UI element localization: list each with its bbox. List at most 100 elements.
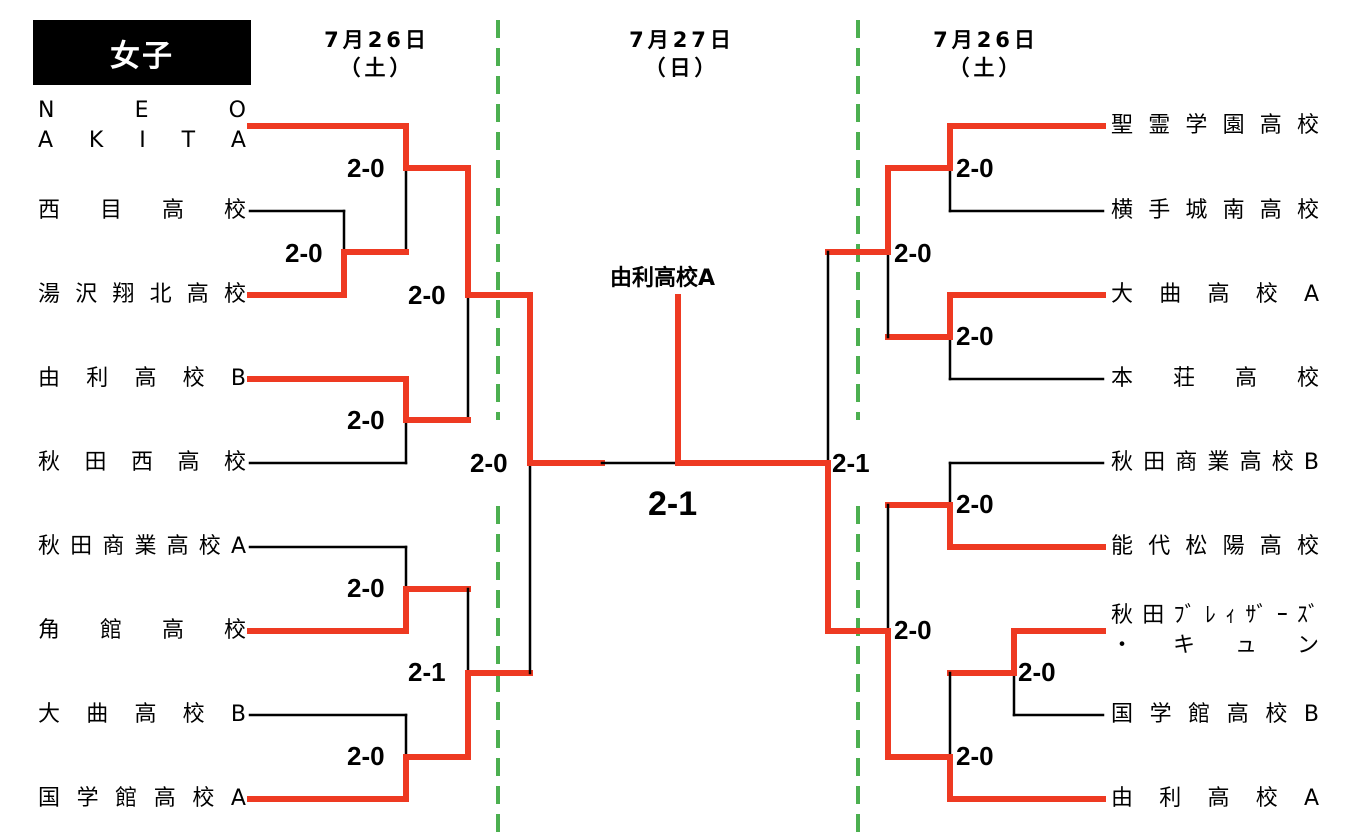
team-name-row: 横手城南高校	[1111, 196, 1319, 226]
date-left: 7月26日	[324, 28, 430, 52]
team-name-char: 校	[1255, 282, 1278, 307]
team-name-char: 校	[1296, 366, 1319, 391]
team-name-char: 荘	[1172, 366, 1195, 391]
score-right-r1-a: 2-0	[956, 153, 994, 183]
team-name-char: 高	[134, 366, 157, 391]
team-name-char: ﾚ	[1204, 603, 1216, 628]
team-name-char: ・	[1111, 633, 1134, 658]
team-name-char: 利	[86, 366, 109, 391]
date-header-center: 7月27日 （日）	[592, 26, 772, 82]
team-name-row: 本荘高校	[1111, 364, 1319, 394]
team-name-char: T	[181, 128, 196, 153]
team-name-char: ｻﾞ	[1245, 603, 1268, 628]
team-name-char: 曲	[1159, 282, 1182, 307]
team-name-char: 学	[1149, 702, 1172, 727]
team-name-row: 角館高校	[38, 616, 246, 646]
day-center: （日）	[644, 56, 720, 80]
team-label: 横手城南高校	[1111, 196, 1319, 226]
team-name-char: 学	[76, 786, 99, 811]
team-name-char: 角	[38, 618, 61, 643]
team-name-char: 高	[1259, 198, 1282, 223]
team-name-char: 商	[102, 534, 125, 559]
team-name-char: A	[1303, 786, 1319, 811]
team-name-char: 校	[1296, 534, 1319, 559]
division-title: 女子	[33, 20, 251, 85]
team-name-char: 校	[223, 618, 246, 643]
team-name-char: 高	[153, 786, 176, 811]
team-name-char: N	[38, 98, 55, 123]
score-left-r0: 2-0	[285, 238, 323, 268]
team-name-char: 聖	[1111, 113, 1134, 138]
team-name-char: ン	[1296, 633, 1319, 658]
team-name-char: 高	[1226, 702, 1249, 727]
champion-label: 由利高校A	[610, 266, 716, 291]
team-label: 能代松陽高校	[1111, 532, 1319, 562]
team-name-char: 陽	[1222, 534, 1245, 559]
team-name-char: 校	[1255, 786, 1278, 811]
team-name-char: 校	[223, 450, 246, 475]
team-name-char: 校	[223, 282, 246, 307]
date-right: 7月26日	[933, 28, 1039, 52]
team-name-char: 田	[84, 450, 107, 475]
team-name-char: 秋	[38, 534, 61, 559]
team-name-char: A	[230, 786, 246, 811]
date-header-right: 7月26日 （土）	[896, 26, 1076, 82]
team-name-char: I	[139, 128, 146, 153]
date-header-left: 7月26日 （土）	[287, 26, 467, 82]
team-name-char: 高	[134, 702, 157, 727]
team-name-char: 本	[1111, 366, 1134, 391]
team-name-char: 由	[1111, 786, 1134, 811]
team-name-char: 館	[1188, 702, 1211, 727]
team-name-char: 大	[38, 702, 61, 727]
team-name-char: 校	[198, 534, 221, 559]
team-name-char: 田	[1142, 603, 1165, 628]
team-name-char: 曲	[86, 702, 109, 727]
team-name-char: O	[228, 98, 246, 123]
team-name-char: 高	[166, 534, 189, 559]
team-name-char: B	[230, 366, 246, 391]
team-label: 聖霊学園高校	[1111, 111, 1319, 141]
team-name-char: 校	[192, 786, 215, 811]
team-name-char: 横	[1111, 198, 1134, 223]
team-name-char: 商	[1175, 450, 1198, 475]
team-name-char: 西	[38, 198, 61, 223]
team-name-char: 北	[149, 282, 172, 307]
team-name-char: B	[1303, 702, 1319, 727]
team-name-char: A	[38, 128, 54, 153]
team-name-char: 高	[1234, 366, 1257, 391]
team-name-char: 目	[99, 198, 122, 223]
score-right-r1-b: 2-0	[956, 321, 994, 351]
team-name-char: B	[230, 702, 246, 727]
team-name-char: 田	[70, 534, 93, 559]
team-name-char: 翔	[112, 282, 135, 307]
team-name-char: 大	[1111, 282, 1134, 307]
team-name-char: 校	[1296, 198, 1319, 223]
final-score: 2-1	[648, 485, 698, 523]
team-name-char: 手	[1148, 198, 1171, 223]
team-label: 角館高校	[38, 616, 246, 646]
team-name-char: 業	[134, 534, 157, 559]
day-right: （土）	[948, 56, 1024, 80]
team-name-row: 秋田西高校	[38, 448, 246, 478]
score-right-r1-c: 2-0	[956, 489, 994, 519]
team-label: 秋田西高校	[38, 448, 246, 478]
team-name-char: 湯	[38, 282, 61, 307]
team-name-char: 高	[186, 282, 209, 307]
team-name-char: 秋	[38, 450, 61, 475]
team-name-char: 園	[1222, 113, 1245, 138]
team-name-row: 聖霊学園高校	[1111, 111, 1319, 141]
score-left-r1-b: 2-0	[347, 405, 385, 435]
